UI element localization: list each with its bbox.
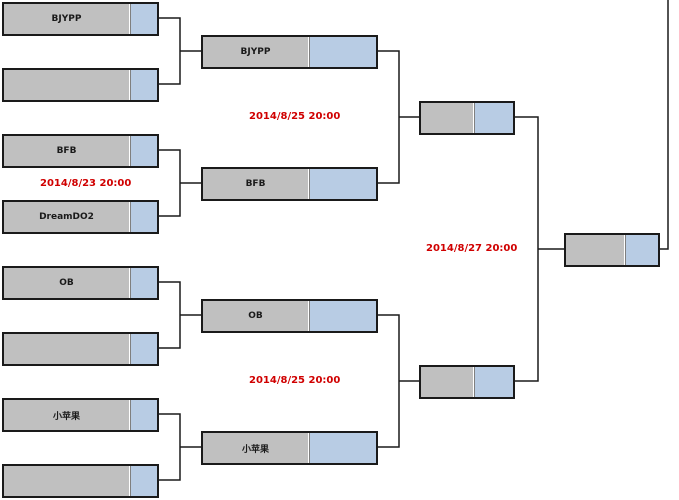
team-name: BFB [56,146,77,156]
round1-slot-5[interactable]: OB [2,266,159,300]
round2-slot-1[interactable]: BJYPP [201,35,378,69]
round1-slot-7[interactable]: 小苹果 [2,398,159,432]
score-cell [624,235,658,265]
score-cell [473,103,513,133]
final-slot[interactable] [564,233,660,267]
score-cell [308,37,376,67]
team-name: BJYPP [240,47,271,57]
score-cell [129,466,157,496]
connector-r1-3-4 [158,149,181,217]
round1-slot-4[interactable]: DreamDO2 [2,200,159,234]
team-name [566,235,624,265]
connector-r2-upper [377,50,400,184]
team-name [4,70,129,100]
team-name [4,334,129,364]
match-date-round2-lower: 2014/8/25 20:00 [249,375,341,386]
round1-slot-1[interactable]: BJYPP [2,2,159,36]
connector-r1-7-8 [158,413,181,481]
semifinal-slot-1[interactable] [419,101,515,135]
connector-r1-1-2 [158,17,181,85]
team-name: 小苹果 [241,444,269,455]
score-cell [129,4,157,34]
match-date-round1-group2: 2014/8/23 20:00 [40,178,132,189]
team-name [421,367,473,397]
team-name: BJYPP [51,14,82,24]
round2-slot-4[interactable]: 小苹果 [201,431,378,465]
semifinal-slot-2[interactable] [419,365,515,399]
round2-slot-2[interactable]: BFB [201,167,378,201]
round1-slot-8[interactable] [2,464,159,498]
team-name: 小苹果 [52,411,80,422]
team-name [421,103,473,133]
team-name [4,466,129,496]
round1-slot-3[interactable]: BFB [2,134,159,168]
score-cell [129,202,157,232]
score-cell [308,169,376,199]
connector-semifinal [515,116,539,382]
score-cell [308,301,376,331]
round1-slot-6[interactable] [2,332,159,366]
team-name: DreamDO2 [39,212,94,222]
score-cell [129,136,157,166]
team-name: OB [59,278,74,288]
connector-final-out [659,0,669,250]
team-name: BFB [245,179,266,189]
score-cell [308,433,376,463]
round2-slot-3[interactable]: OB [201,299,378,333]
score-cell [129,334,157,364]
match-date-semifinal: 2014/8/27 20:00 [426,243,518,254]
score-cell [129,70,157,100]
team-name: OB [248,311,263,321]
connector-r2-lower [377,314,400,448]
connector-r1-5-6 [158,281,181,349]
round1-slot-2[interactable] [2,68,159,102]
match-date-round2-upper: 2014/8/25 20:00 [249,111,341,122]
score-cell [129,268,157,298]
score-cell [473,367,513,397]
score-cell [129,400,157,430]
